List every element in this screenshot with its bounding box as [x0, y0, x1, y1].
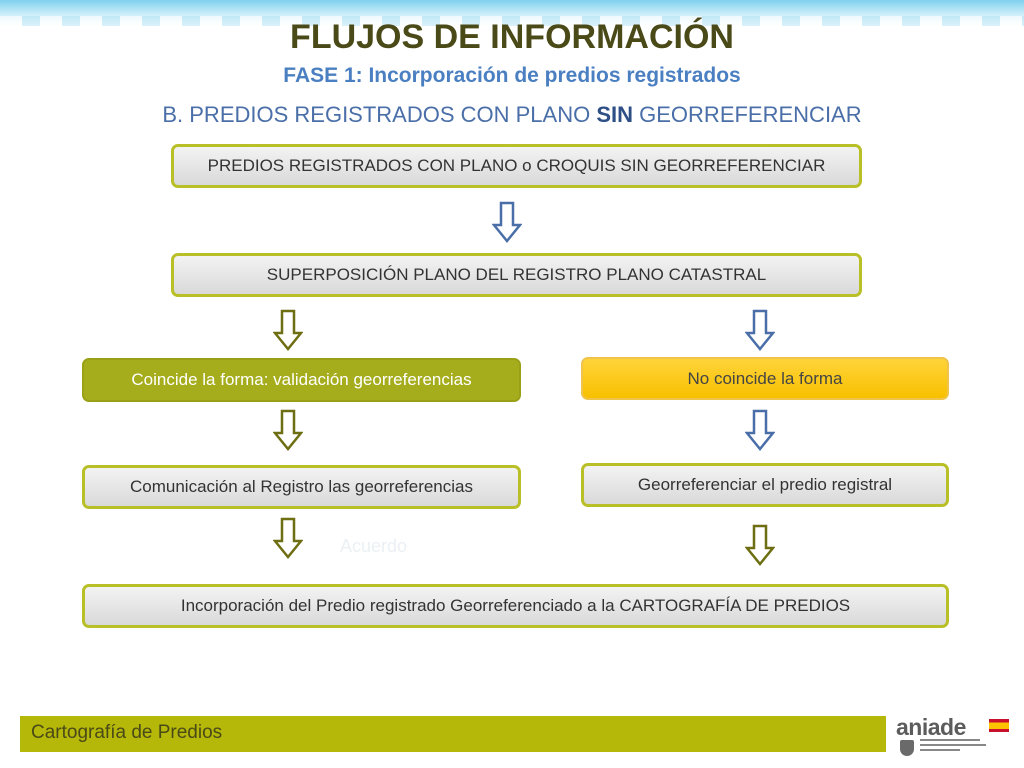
section-title-emphasis: SIN — [596, 102, 634, 127]
down-arrow-icon — [273, 309, 303, 351]
down-arrow-icon — [745, 524, 775, 566]
ghost-label: Acuerdo — [340, 536, 408, 556]
final-box: Incorporación del Predio registrado Geor… — [82, 584, 949, 628]
communicate-box: Comunicación al Registro las georreferen… — [82, 465, 521, 509]
aniade-logo: aniade — [896, 714, 1016, 762]
overlay-box: SUPERPOSICIÓN PLANO DEL REGISTRO PLANO C… — [171, 253, 862, 297]
page-subtitle: FASE 1: Incorporación de predios registr… — [283, 64, 741, 87]
section-title: B. PREDIOS REGISTRADOS CON PLANO SIN GEO… — [0, 102, 1024, 128]
footer-bar — [20, 716, 886, 752]
crest-icon — [900, 740, 914, 756]
georeference-box: Georreferenciar el predio registral — [581, 463, 949, 507]
no-match-box: No coincide la forma — [581, 357, 949, 400]
down-arrow-icon — [745, 309, 775, 351]
spain-flag-icon — [989, 719, 1009, 732]
footer-label: Cartografía de Predios — [31, 722, 223, 743]
page-title: FLUJOS DE INFORMACIÓN — [290, 18, 734, 56]
logo-wordmark: aniade — [896, 714, 966, 740]
start-box: PREDIOS REGISTRADOS CON PLANO o CROQUIS … — [171, 144, 862, 188]
decorative-water-band — [0, 0, 1024, 26]
match-box: Coincide la forma: validación georrefere… — [82, 358, 521, 402]
down-arrow-icon — [273, 517, 303, 559]
down-arrow-icon — [745, 409, 775, 451]
down-arrow-icon — [492, 201, 522, 243]
down-arrow-icon — [273, 409, 303, 451]
section-title-prefix: B. PREDIOS REGISTRADOS CON PLANO — [162, 102, 597, 127]
section-title-suffix: GEORREFERENCIAR — [633, 102, 862, 127]
logo-fine-print — [920, 739, 990, 757]
